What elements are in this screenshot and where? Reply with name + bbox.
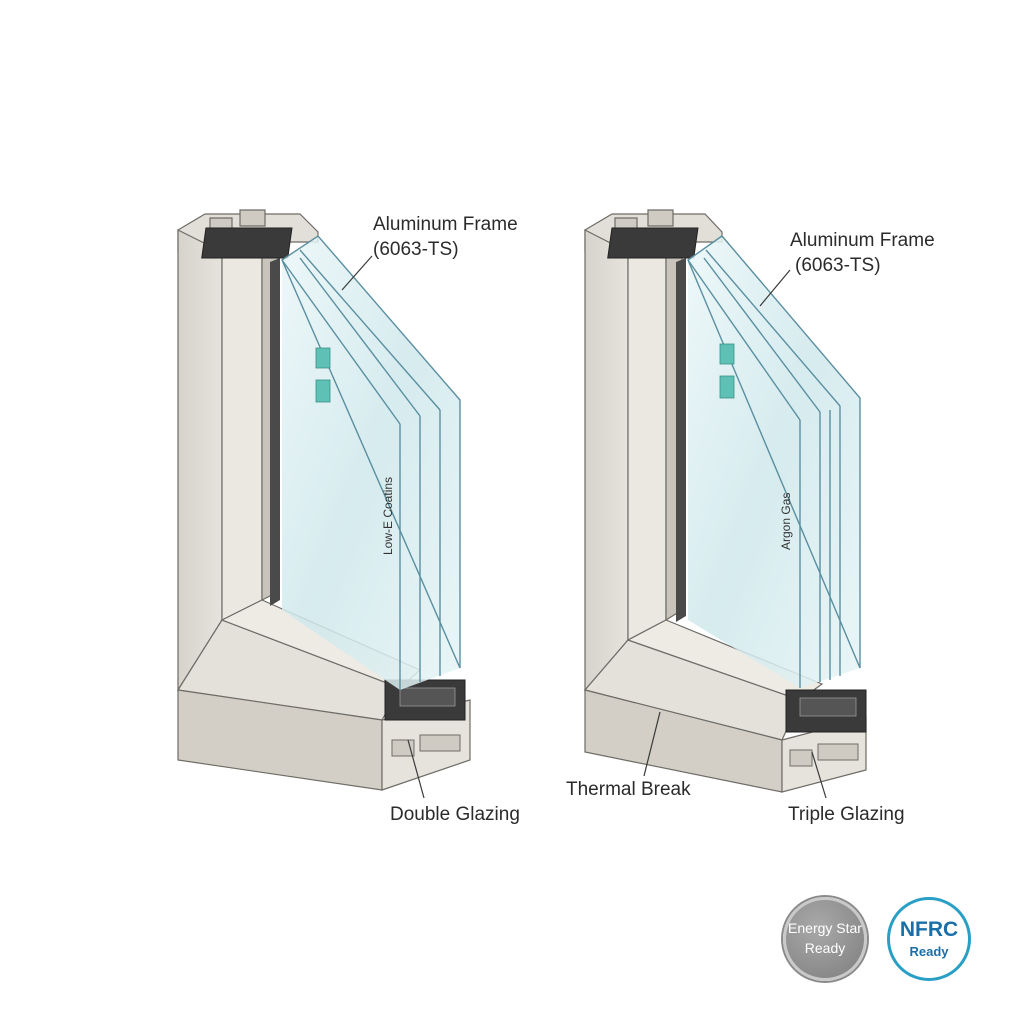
spacer-bottom-inner-right <box>799 697 857 717</box>
glass-pane-edge-5-right <box>687 259 801 421</box>
nfrc-badge-subtitle: Ready <box>909 944 949 959</box>
glass-pane-edge-5-left <box>281 259 401 425</box>
frame-stile-inner-left <box>221 251 263 621</box>
glass-pane-edge-2-right <box>705 249 841 407</box>
label-gas: Argon Gas <box>779 493 793 550</box>
glass-pane-1-right <box>688 236 860 688</box>
energy-star-badge-subtitle: Ready <box>804 940 846 956</box>
window-left-double-glazing: Low-E Coatins <box>177 209 471 791</box>
leader-triple-glazing <box>811 751 827 799</box>
sill-chamber-2-left <box>419 734 461 752</box>
energy-star-badge: Energy Star Ready <box>783 897 867 981</box>
glass-pane-edge-7-right <box>703 257 821 413</box>
callouts: Aluminum Frame (6063-TS) Aluminum Frame … <box>341 214 935 825</box>
label-frame-right-line1: Aluminum Frame <box>790 230 935 251</box>
accent-tab-1-left <box>315 347 331 369</box>
sash-gasket-left <box>270 258 280 606</box>
leader-frame-right <box>759 269 791 307</box>
label-double-glazing: Double Glazing <box>390 804 520 825</box>
frame-stile-face-right <box>584 229 629 692</box>
frame-stile-inner-right <box>627 251 667 641</box>
label-frame-left-line1: Aluminum Frame <box>373 214 518 235</box>
label-coating: Low-E Coatins <box>381 477 395 555</box>
label-thermal-break: Thermal Break <box>566 779 691 800</box>
label-triple-glazing: Triple Glazing <box>788 804 905 825</box>
frame-top-notch2-left <box>239 209 266 227</box>
label-frame-right-line2: (6063-TS) <box>795 255 881 276</box>
window-right-triple-glazing: Argon Gas <box>583 209 867 793</box>
spacer-top-right <box>607 227 699 259</box>
energy-star-badge-title: Energy Star <box>788 920 862 936</box>
spacer-bottom-inner-left <box>399 687 456 707</box>
label-frame-left-line2: (6063-TS) <box>373 239 459 260</box>
frame-stile-face-left <box>177 229 223 693</box>
accent-tab-1-right <box>719 343 735 365</box>
spacer-top-left <box>201 227 293 259</box>
accent-tab-2-left <box>315 379 331 403</box>
leader-frame-left <box>341 255 373 291</box>
nfrc-badge: NFRC Ready <box>887 897 971 981</box>
nfrc-badge-title: NFRC <box>899 918 959 941</box>
glass-pane-edge-2-left <box>299 249 441 411</box>
leader-thermal-break <box>643 711 661 777</box>
frame-top-notch2-right <box>647 209 674 227</box>
accent-tab-2-right <box>719 375 735 399</box>
glass-pane-edge-7-left <box>299 257 421 417</box>
frame-sill-slope-right <box>626 619 824 701</box>
glass-pane-edge-1-right <box>687 235 861 669</box>
sash-gasket-right <box>676 258 686 622</box>
sill-chamber-1-right <box>789 749 813 767</box>
sill-chamber-2-right <box>817 743 859 761</box>
leader-double-glazing <box>407 739 425 799</box>
